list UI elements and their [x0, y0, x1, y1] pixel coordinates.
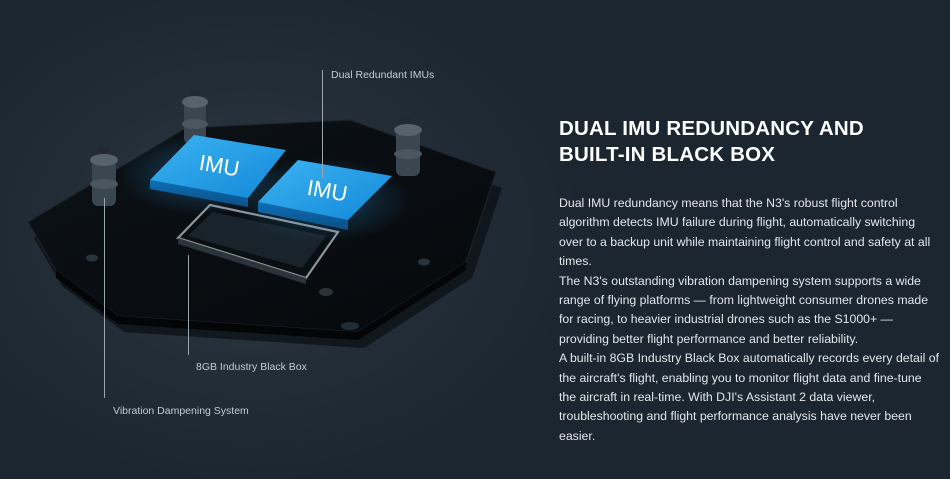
- black-box: [175, 203, 340, 284]
- heading-line-2: BUILT-IN BLACK BOX: [559, 143, 776, 166]
- flight-controller-illustration: IMU IMU: [28, 90, 502, 348]
- callout-line-vibration: [104, 198, 105, 398]
- feature-description: DUAL IMU REDUNDANCY AND BUILT-IN BLACK B…: [559, 116, 939, 446]
- vibration-dampeners: [90, 90, 422, 206]
- feature-heading: DUAL IMU REDUNDANCY AND BUILT-IN BLACK B…: [559, 116, 939, 168]
- paragraph-imu-redundancy: Dual IMU redundancy means that the N3's …: [559, 196, 931, 269]
- heading-line-1: DUAL IMU REDUNDANCY AND: [559, 117, 864, 140]
- callout-vibration-dampening: Vibration Dampening System: [113, 405, 249, 417]
- callout-line-black-box: [188, 255, 189, 355]
- callout-black-box: 8GB Industry Black Box: [196, 361, 307, 373]
- paragraph-vibration-dampening: The N3's outstanding vibration dampening…: [559, 273, 929, 346]
- callout-dual-redundant-imus: Dual Redundant IMUs: [331, 69, 435, 81]
- callout-line-imus: [322, 70, 323, 178]
- paragraph-black-box: A built-in 8GB Industry Black Box automa…: [559, 351, 940, 443]
- feature-body: Dual IMU redundancy means that the N3's …: [559, 194, 939, 446]
- imu-chip-2: IMU: [232, 158, 412, 242]
